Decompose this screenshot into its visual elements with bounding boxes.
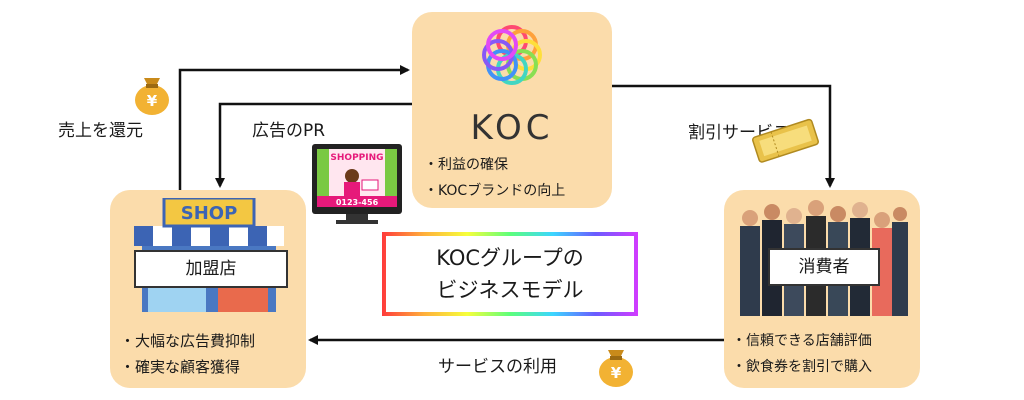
edge-label-service-use: サービスの利用 [438, 357, 557, 377]
money-bag-yen: ¥ [147, 92, 158, 110]
consumer-label: 消費者 [768, 248, 880, 286]
arrow-ad-pr [215, 102, 412, 188]
shop-bullet: 確実な顧客獲得 [120, 354, 255, 380]
arrow-revenue-return [178, 65, 410, 190]
consumer-node: 消費者 信頼できる店舗評価 飲食券を割引で購入 [724, 190, 920, 388]
consumer-bullet-list: 信頼できる店舗評価 飲食券を割引で購入 [732, 328, 872, 380]
arrow-discount-service [612, 84, 835, 188]
consumer-bullet: 飲食券を割引で購入 [732, 354, 872, 380]
koc-flower-logo-icon [482, 25, 542, 85]
title-line-2: ビジネスモデル [436, 278, 584, 302]
edge-label-revenue-return: 売上を還元 [58, 121, 143, 141]
shop-node: SHOP 加盟店 大幅な広告費抑制 確実な顧客獲得 [110, 190, 306, 388]
koc-node: KOC 利益の確保 KOCブランドの向上 [412, 12, 612, 208]
shop-sign-text: SHOP [181, 203, 238, 224]
shop-bullet-list: 大幅な広告費抑制 確実な顧客獲得 [120, 328, 255, 380]
edge-label-ad-pr: 広告のPR [252, 121, 326, 141]
business-model-title-box: KOCグループの ビジネスモデル [382, 232, 638, 316]
title-line-1: KOCグループの [436, 246, 584, 270]
money-bag-icon: ¥ [599, 350, 633, 387]
koc-bullet-list: 利益の確保 KOCブランドの向上 [424, 152, 565, 204]
coupon-ticket-icon [752, 118, 819, 163]
consumer-bullet: 信頼できる店舗評価 [732, 328, 872, 354]
koc-title: KOC [470, 108, 554, 148]
koc-bullet: 利益の確保 [424, 152, 565, 178]
money-bag-icon: ¥ [135, 78, 169, 115]
money-bag-yen: ¥ [611, 364, 622, 382]
shop-bullet: 大幅な広告費抑制 [120, 328, 255, 354]
koc-bullet: KOCブランドの向上 [424, 178, 565, 204]
shop-label: 加盟店 [134, 250, 288, 288]
